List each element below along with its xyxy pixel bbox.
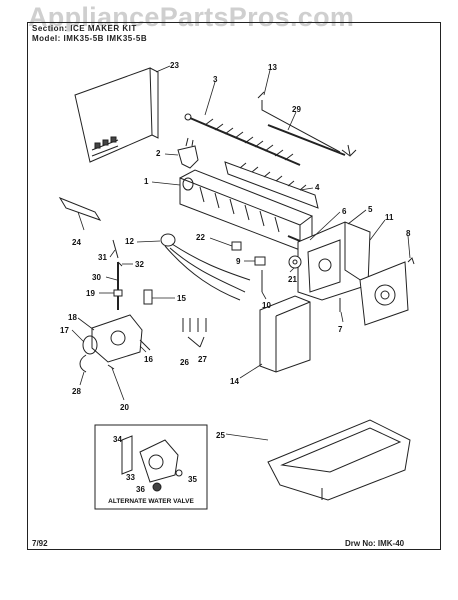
- part-24-fill-tube: [58, 196, 102, 221]
- part-29-arm-rod: [267, 124, 357, 157]
- inset-caption: ALTERNATE WATER VALVE: [108, 498, 194, 505]
- callout-1: 1: [144, 177, 149, 186]
- footer-date: 7/92: [32, 539, 48, 548]
- callout-30: 30: [92, 273, 101, 282]
- model-line: Model: IMK35-5B IMK35-5B: [32, 34, 148, 43]
- part-12-wire-harness: [160, 233, 251, 301]
- callout-5: 5: [368, 205, 373, 214]
- callout-labels: 23 3 13 29 2 1 4 5 6 11 8 22 12 9 10 21 …: [60, 61, 411, 505]
- leader-lines: [71, 65, 411, 441]
- part-17-valve-coil: [82, 335, 98, 355]
- part-13-shutoff-arm: [257, 91, 341, 153]
- section-title: Section: ICE MAKER KIT: [32, 24, 137, 33]
- callout-2: 2: [156, 149, 161, 158]
- part-9-thermostat: [254, 256, 266, 266]
- drawing-number: Drw No: IMK-40: [345, 539, 405, 548]
- part-14-bin-cover: [259, 295, 311, 373]
- part-18-water-valve: [91, 314, 143, 363]
- callout-23: 23: [170, 61, 179, 70]
- callout-7: 7: [338, 325, 343, 334]
- part-6-screw: [287, 235, 301, 242]
- callout-29: 29: [292, 105, 301, 114]
- callout-34: 34: [113, 435, 122, 444]
- callout-22: 22: [196, 233, 205, 242]
- callout-18: 18: [68, 313, 77, 322]
- callout-24: 24: [72, 238, 81, 247]
- callout-6: 6: [342, 207, 347, 216]
- callout-26: 26: [180, 358, 189, 367]
- part-20-screw: [107, 364, 115, 370]
- part-26-27-screws: [182, 318, 207, 348]
- diagram-frame: [27, 22, 441, 550]
- callout-19: 19: [86, 289, 95, 298]
- part-3-ejector-shaft: [184, 113, 301, 166]
- callout-12: 12: [125, 237, 134, 246]
- callout-20: 20: [120, 403, 129, 412]
- part-21-gear: [288, 255, 302, 269]
- callout-9: 9: [236, 257, 241, 266]
- part-28-tube: [79, 354, 87, 373]
- callout-25: 25: [216, 431, 225, 440]
- part-22-switch: [231, 241, 242, 251]
- alternate-water-valve-inset: [94, 424, 208, 510]
- part-25-ice-bin: [267, 419, 411, 501]
- part-31-clamp: [112, 239, 119, 259]
- part-2-bracket: [177, 137, 199, 169]
- callout-4: 4: [315, 183, 320, 192]
- callout-35: 35: [188, 475, 197, 484]
- part-19-nut: [113, 289, 123, 297]
- part-8-clip: [407, 257, 415, 265]
- callout-17: 17: [60, 326, 69, 335]
- callout-15: 15: [177, 294, 186, 303]
- callout-27: 27: [198, 355, 207, 364]
- callout-36: 36: [136, 485, 145, 494]
- callout-11: 11: [385, 213, 394, 222]
- callout-13: 13: [268, 63, 277, 72]
- part-11-module: [359, 261, 409, 326]
- callout-31: 31: [98, 253, 107, 262]
- part-16-bracket: [139, 339, 151, 351]
- callout-33: 33: [126, 473, 135, 482]
- part-4-stripper: [224, 161, 319, 209]
- callout-8: 8: [406, 229, 411, 238]
- callout-10: 10: [262, 301, 271, 310]
- callout-32: 32: [135, 260, 144, 269]
- callout-16: 16: [144, 355, 153, 364]
- part-15-connector: [143, 289, 153, 305]
- callout-21: 21: [288, 275, 297, 284]
- callout-3: 3: [213, 75, 218, 84]
- callout-14: 14: [230, 377, 239, 386]
- part-23-cover-panel: [74, 67, 159, 163]
- part-5-housing: [297, 221, 371, 301]
- watermark: AppliancePartsPros.com: [28, 2, 355, 32]
- callout-28: 28: [72, 387, 81, 396]
